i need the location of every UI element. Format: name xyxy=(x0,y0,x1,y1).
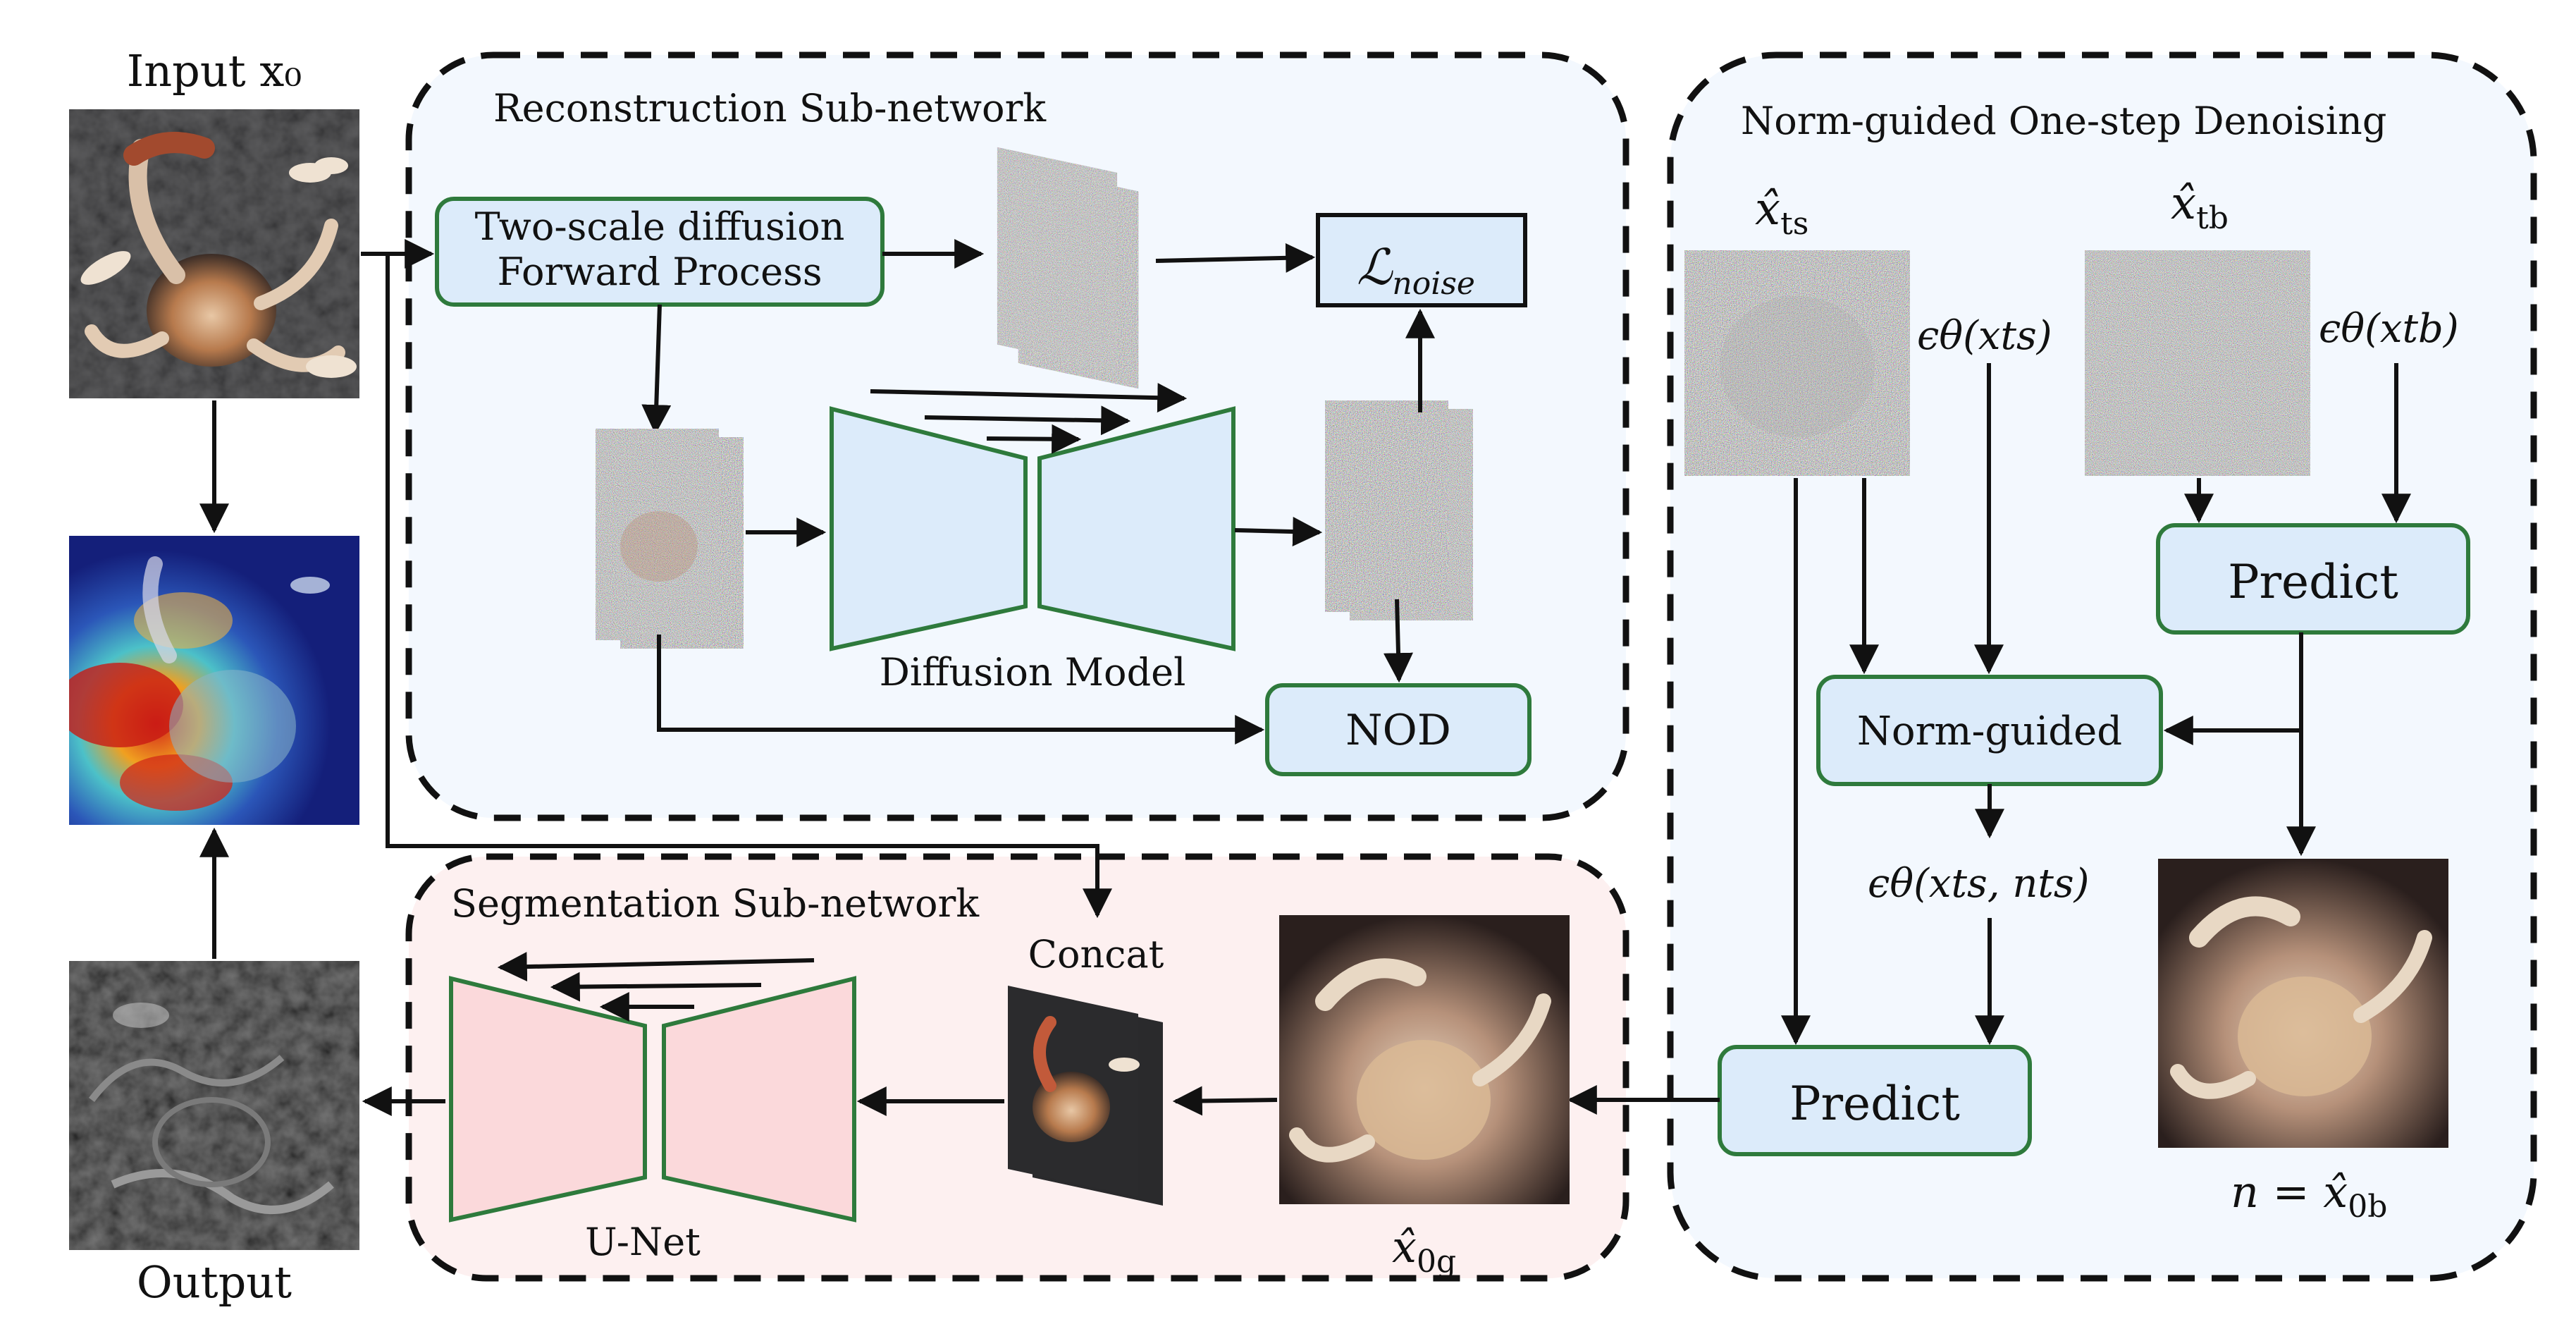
xtb-label: x̂tb xyxy=(2171,178,2229,236)
concat-stack-icon xyxy=(1008,986,1163,1206)
xts-label: x̂ts xyxy=(1755,183,1808,242)
segmentation-map-icon xyxy=(69,961,359,1250)
denoised-crab-x0g-icon xyxy=(1279,915,1570,1204)
unet-skip-arrow-1 xyxy=(497,952,815,982)
noisy-crab-stack-icon xyxy=(596,429,744,649)
arrow-noise-to-loss xyxy=(1155,243,1316,273)
arrow-predicted-to-nod xyxy=(1383,599,1413,683)
arrow-diffusion-to-predicted xyxy=(1234,517,1323,547)
xts-noise-image-icon xyxy=(1684,250,1910,476)
n-label: n = x̂0b xyxy=(2231,1166,2387,1225)
predict-top-label: Predict xyxy=(2228,555,2398,609)
norm-guided-title: Norm-guided One-step Denoising xyxy=(1741,99,2386,143)
xtb-noise-image-icon xyxy=(2085,250,2310,476)
nod-label: NOD xyxy=(1345,706,1451,755)
forward-process-line2: Forward Process xyxy=(497,250,822,294)
predicted-noise-stack-icon xyxy=(1325,400,1473,620)
arrow-input-to-concat xyxy=(386,254,1112,919)
predict-top-box xyxy=(2156,523,2470,635)
predict-bottom-label: Predict xyxy=(1789,1077,1960,1131)
diffusion-model-label: Diffusion Model xyxy=(880,650,1186,694)
denoised-crab-n-icon xyxy=(2158,859,2448,1148)
diffusion-encoder xyxy=(830,406,1028,651)
arrow-x0g-to-concat xyxy=(1172,1086,1278,1116)
output-label: Output xyxy=(137,1256,292,1308)
arrow-forward-to-noisy xyxy=(641,304,672,435)
norm-guided-box-label: Norm-guided xyxy=(1857,709,2122,754)
loss-box xyxy=(1316,213,1527,307)
reconstruction-title: Reconstruction Sub-network xyxy=(493,86,1047,130)
forward-process-line1: Two-scale diffusion xyxy=(475,204,845,249)
anomaly-heatmap-icon xyxy=(69,536,359,825)
nod-box xyxy=(1265,683,1532,776)
unet-encoder xyxy=(662,976,856,1223)
eps-ts-label: ϵθ(xts) xyxy=(1917,313,2052,359)
input-label: Input x₀ xyxy=(127,45,302,97)
skip-arrow-2 xyxy=(924,405,1131,436)
eps-combined-label: ϵθ(xts, nts) xyxy=(1868,861,2090,907)
diffusion-decoder xyxy=(1037,406,1235,651)
skip-arrow-1 xyxy=(870,383,1188,413)
segmentation-title: Segmentation Sub-network xyxy=(451,881,980,926)
unet-skip-arrow-2 xyxy=(550,972,762,1002)
arrow-noisy-to-nod xyxy=(657,635,1265,745)
eps-tb-label: ϵθ(xtb) xyxy=(2319,306,2459,352)
crab-photo-icon xyxy=(69,109,359,398)
noise-stack-icon xyxy=(997,147,1138,389)
loss-label: ℒnoise xyxy=(1357,238,1475,302)
x0g-label: x̂0g xyxy=(1392,1221,1456,1280)
concat-label: Concat xyxy=(1028,932,1164,976)
unet-decoder xyxy=(449,976,647,1223)
unet-label: U-Net xyxy=(585,1220,701,1264)
